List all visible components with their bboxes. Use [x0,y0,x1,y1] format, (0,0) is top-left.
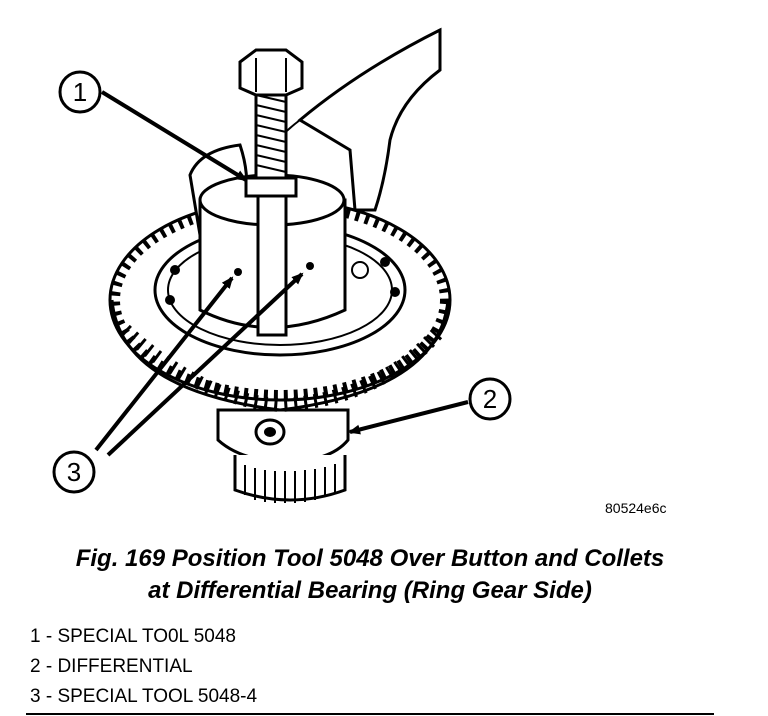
diagram-svg: 1 2 3 [52,27,512,503]
legend-item-2: 2 - DIFFERENTIAL [30,656,193,677]
differential-case [216,408,350,503]
callout-3-number: 3 [67,457,81,487]
leader-lines [94,90,469,457]
caption-line-1: Fig. 169 Position Tool 5048 Over Button … [75,545,665,572]
legend-list: 1 - SPECIAL TO0L 5048 2 - DIFFERENTIAL 3… [30,622,257,712]
special-tool-5048 [198,48,347,337]
legend-item-1: 1 - SPECIAL TO0L 5048 [30,626,236,647]
figure-caption: Fig. 169 Position Tool 5048 Over Button … [0,543,740,607]
caption-line-2: at Differential Bearing (Ring Gear Side) [148,577,592,604]
callout-3: 3 [52,450,96,494]
callout-2-number: 2 [483,384,497,414]
callout-1: 1 [58,70,102,114]
callout-1-number: 1 [73,77,87,107]
callout-2: 2 [468,377,512,421]
diagram-illustration: 1 2 3 [52,27,512,503]
legend-item-3: 3 - SPECIAL TOOL 5048-4 [30,686,258,707]
bottom-divider [26,713,714,715]
figure-code: 80524e6c [605,500,667,516]
